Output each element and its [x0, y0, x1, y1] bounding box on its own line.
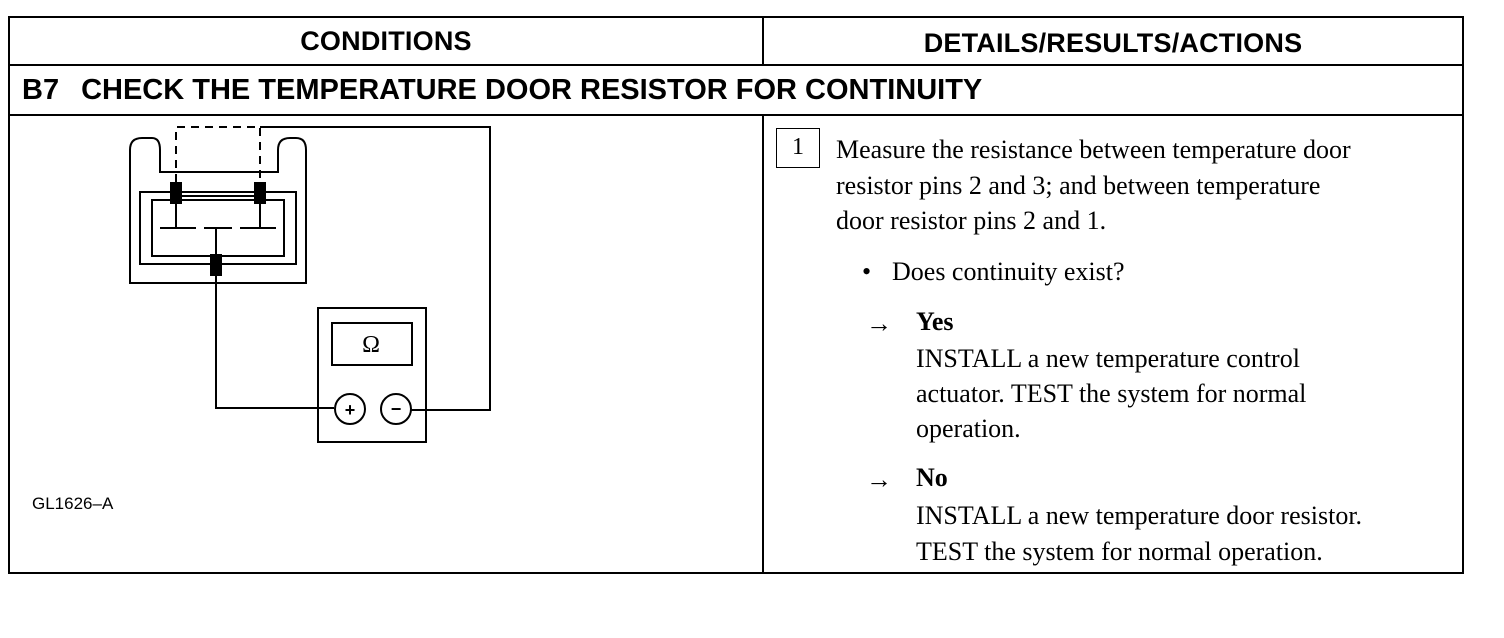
yes-arrow: →: [866, 309, 892, 338]
question-bullet: •: [862, 257, 872, 286]
instruction-line-3: door resistor pins 2 and 1.: [836, 206, 1107, 235]
no-line-1: INSTALL a new temperature door resistor.: [916, 501, 1363, 530]
negative-lead: [260, 126, 491, 411]
header-details: DETAILS/RESULTS/ACTIONS: [923, 28, 1303, 58]
ohmmeter-body: [317, 307, 427, 443]
dashed-alternate-lead: [175, 126, 261, 182]
ohmmeter-display: [331, 322, 413, 366]
probe-pin-3: [170, 182, 182, 204]
positive-terminal: [334, 393, 366, 425]
header-divider: [10, 64, 1462, 66]
positive-symbol: +: [345, 400, 356, 420]
no-line-2: TEST the system for normal operation.: [916, 537, 1323, 566]
probe-pin-2: [210, 254, 222, 276]
section-heading: B7 CHECK THE TEMPERATURE DOOR RESISTOR FO…: [22, 74, 982, 107]
connector-housing: [129, 137, 307, 284]
instruction-line-1: Measure the resistance between temperatu…: [836, 135, 1351, 164]
section-number: B7: [22, 74, 60, 106]
column-divider-body: [762, 114, 764, 574]
question-text: Does continuity exist?: [892, 257, 1125, 286]
instruction-line-2: resistor pins 2 and 3; and between tempe…: [836, 171, 1321, 200]
negative-terminal: [380, 393, 412, 425]
diagnostic-table: CONDITIONS DETAILS/RESULTS/ACTIONS B7 CHE…: [8, 16, 1464, 574]
yes-label: Yes: [916, 307, 954, 336]
header-conditions: CONDITIONS: [300, 26, 472, 56]
ohm-symbol: Ω: [362, 332, 380, 358]
negative-symbol: −: [391, 399, 402, 419]
figure-label: GL1626–A: [32, 494, 114, 513]
section-title: CHECK THE TEMPERATURE DOOR RESISTOR FOR …: [81, 74, 983, 106]
step-number-box: 1: [776, 128, 820, 168]
column-divider-top: [762, 18, 764, 66]
no-label: No: [916, 463, 948, 492]
probe-pin-1: [254, 182, 266, 204]
no-arrow: →: [866, 465, 892, 494]
section-divider: [10, 114, 1462, 116]
yes-line-2: actuator. TEST the system for normal: [916, 379, 1307, 408]
positive-lead: [215, 276, 334, 409]
yes-line-1: INSTALL a new temperature control: [916, 344, 1300, 373]
yes-line-3: operation.: [916, 414, 1021, 443]
